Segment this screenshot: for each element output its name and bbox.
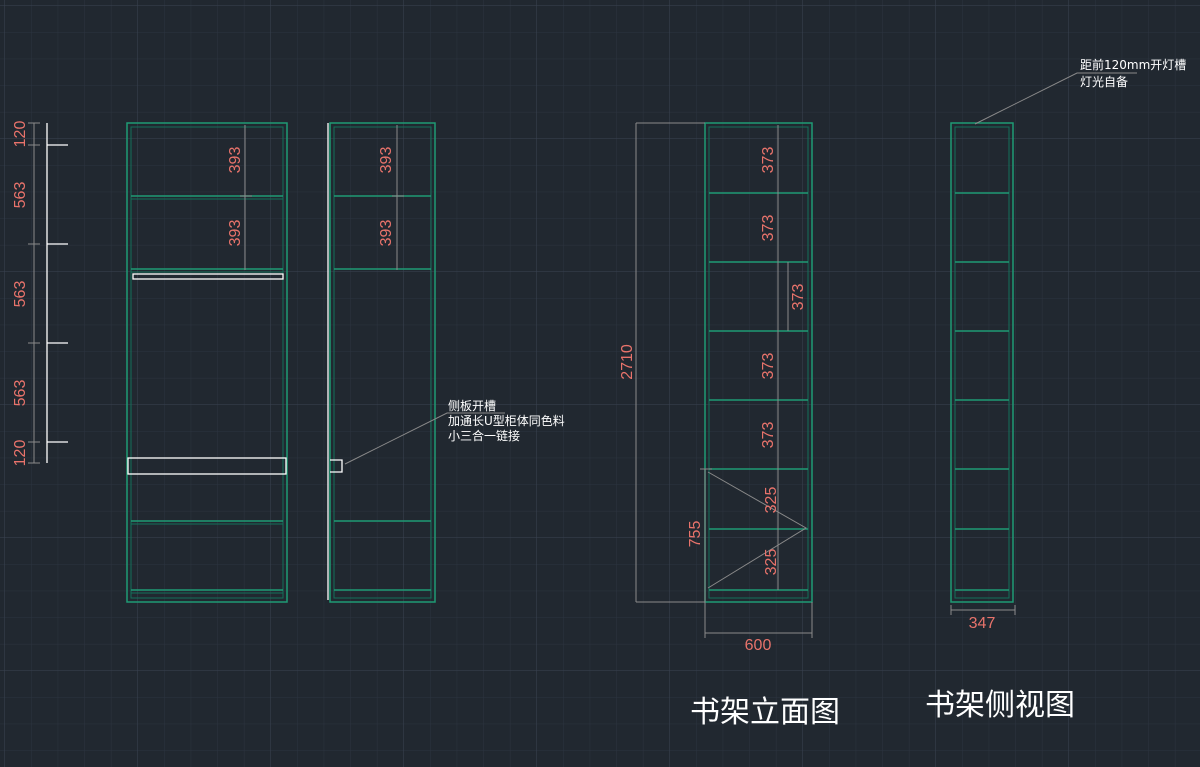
dim-600: 600 xyxy=(745,637,772,654)
dim-373: 373 xyxy=(760,215,777,242)
dim-563-3: 563 xyxy=(12,380,29,407)
wardrobe-side-view[interactable]: 393 393 侧板开槽 加通长U型柜体同色料 小三合一链接 xyxy=(327,122,565,603)
dim-325: 325 xyxy=(763,487,780,514)
dim-563-2: 563 xyxy=(12,281,29,308)
drawer-rail xyxy=(127,457,287,475)
wardrobe-front-view[interactable]: 393 393 xyxy=(126,122,288,603)
note-line-3: 小三合一链接 xyxy=(448,428,520,443)
light-slot-note-1: 距前120mm开灯槽 xyxy=(1080,57,1186,72)
dim-563-1: 563 xyxy=(12,182,29,209)
bookshelf-front-title: 书架立面图 xyxy=(690,695,840,730)
dim-393: 393 xyxy=(378,220,395,247)
light-slot-note-2: 灯光自备 xyxy=(1080,75,1128,89)
dim-373: 373 xyxy=(760,353,777,380)
hanging-rod xyxy=(132,273,284,280)
bookshelf-side-view[interactable]: 347 距前120mm开灯槽 灯光自备 书架侧视图 xyxy=(925,57,1186,723)
note-line-2: 加通长U型柜体同色料 xyxy=(448,414,565,428)
dim-373: 373 xyxy=(760,422,777,449)
dim-120-bottom: 120 xyxy=(12,440,29,467)
dim-373: 373 xyxy=(790,284,807,311)
note-line-1: 侧板开槽 xyxy=(448,399,496,413)
dim-755: 755 xyxy=(687,521,704,548)
dim-393: 393 xyxy=(378,147,395,174)
dim-120-top: 120 xyxy=(12,121,29,148)
dim-393: 393 xyxy=(227,220,244,247)
dim-393: 393 xyxy=(227,147,244,174)
bookshelf-front-view[interactable]: 2710 373 373 373 373 373 755 325 325 600… xyxy=(619,122,840,730)
dim-325: 325 xyxy=(763,549,780,576)
dim-373: 373 xyxy=(760,147,777,174)
dim-347: 347 xyxy=(969,615,996,632)
slot-detail xyxy=(330,459,343,473)
bookshelf-side-title: 书架侧视图 xyxy=(925,688,1075,723)
left-dimension-chain: 120 563 563 563 120 xyxy=(12,121,68,467)
dim-2710: 2710 xyxy=(619,344,636,380)
